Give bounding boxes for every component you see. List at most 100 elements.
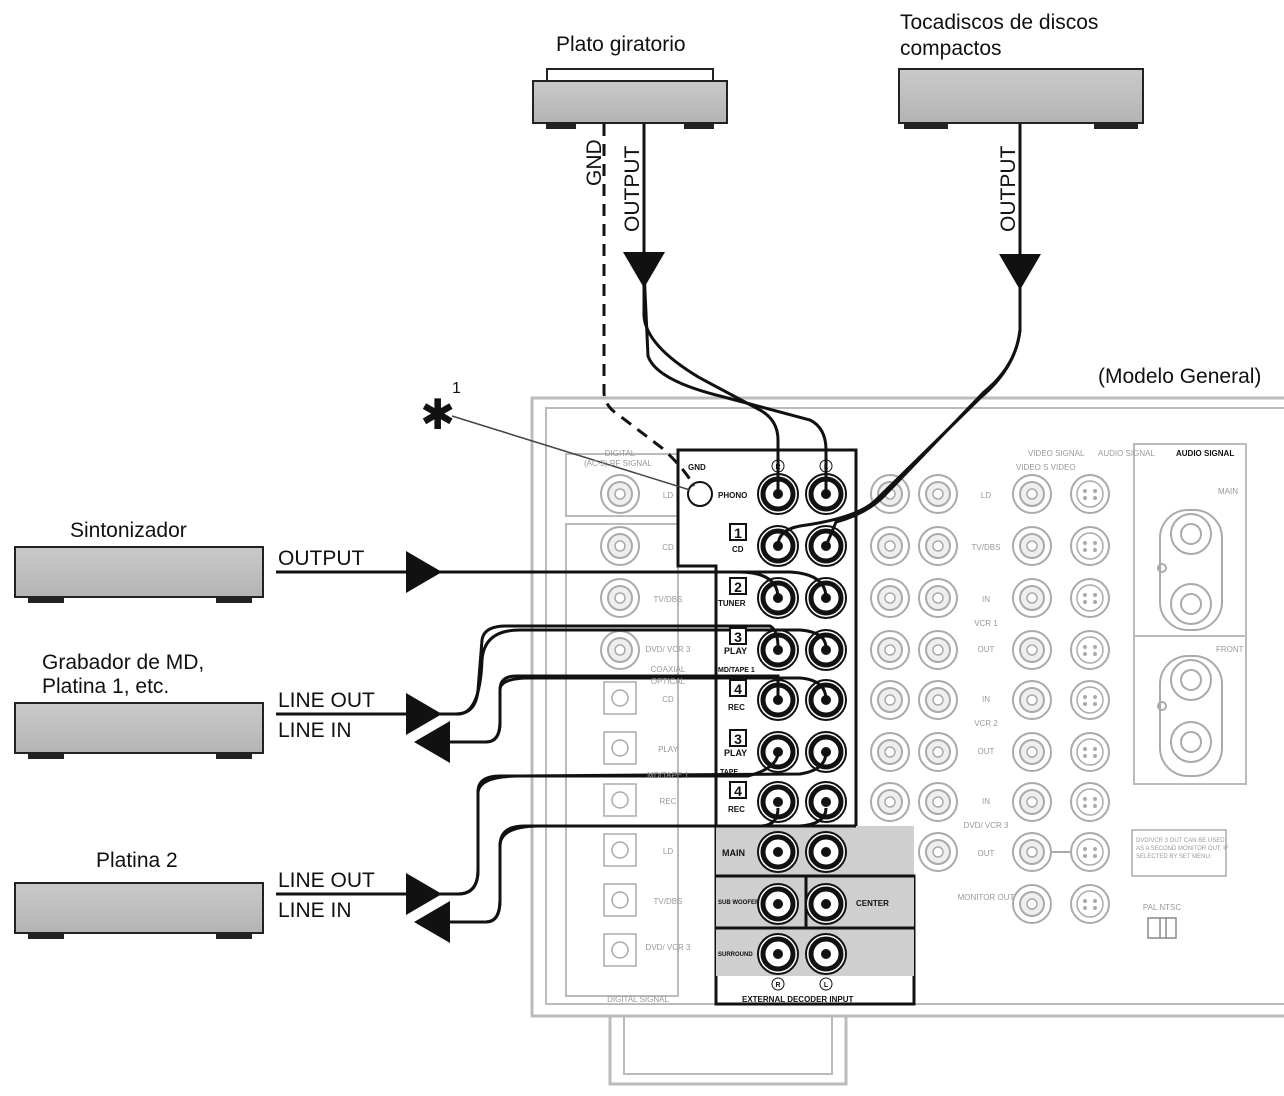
decoder-main-label: MAIN	[722, 848, 745, 858]
md-tape1-group-label: MD/TAPE 1	[718, 667, 755, 674]
svideo-jack-4	[1070, 680, 1110, 720]
digital-ld-label: LD	[663, 491, 673, 500]
grey-audio-jack-l-0	[918, 474, 958, 514]
cd-player-output-label: OUTPUT	[997, 145, 1020, 232]
video-jack-1	[1012, 526, 1052, 566]
tape-group-label: TAPE	[720, 769, 738, 776]
r-channel-bottom-marker: R	[771, 977, 785, 991]
grey-audio-jack-r-0	[870, 474, 910, 514]
asterisk-mark: ✱	[420, 390, 456, 439]
tape-rec-number-box: 4	[729, 781, 747, 799]
deck2-line-in-label: LINE IN	[278, 899, 352, 922]
audio-signal-grey-header: AUDIO SIGNAL	[1098, 449, 1155, 458]
deck2-foot-left	[28, 934, 64, 939]
digital-header-1: DIGITAL	[605, 449, 636, 458]
grey-audio-jack-r-3	[870, 630, 910, 670]
svideo-jack-5	[1070, 732, 1110, 772]
svideo-jack-1	[1070, 526, 1110, 566]
tuner-label: Sintonizador	[70, 519, 187, 542]
md-play-number: 3	[734, 629, 742, 645]
r-channel-bottom-letter: R	[775, 982, 780, 989]
svideo-jack-monitor-out	[1070, 884, 1110, 924]
decoder-center-label: CENTER	[856, 899, 889, 908]
cd-player-label-line2: compactos	[900, 37, 1002, 60]
tuner-foot-right	[216, 598, 252, 603]
digital-opt_mdtape-label: MD/TAPE 1	[647, 771, 689, 780]
gnd-label: GND	[688, 463, 706, 472]
l-channel-bottom-marker: L	[819, 977, 833, 991]
optical-label: OPTICAL	[651, 677, 686, 686]
digital-cd-label: CD	[662, 543, 674, 552]
tape-rec-number: 4	[734, 783, 742, 799]
coaxial-jack-0	[600, 474, 640, 514]
coaxial-jack-2	[600, 578, 640, 618]
audio-rca-jacks	[757, 473, 847, 975]
decoder-main-jack-l	[805, 831, 847, 873]
tuner-output-label: OUTPUT	[278, 547, 365, 570]
decoder-surround-jack-l	[805, 933, 847, 975]
turntable-gnd-label: GND	[583, 139, 606, 186]
cd-number-box: 1	[729, 523, 747, 541]
deck2-label: Platina 2	[96, 849, 178, 872]
digital-input-jacks	[600, 474, 640, 967]
svideo-jack-6	[1070, 782, 1110, 822]
video-jack-6	[1012, 782, 1052, 822]
decoder-subwoofer-label: SUB WOOFER	[718, 900, 760, 906]
tuner-number: 2	[734, 579, 742, 595]
video-vcr1_in-label: IN	[982, 595, 990, 604]
tape-rec-label: REC	[728, 805, 745, 814]
grey-audio-jack-l-2	[918, 578, 958, 618]
turntable-output-label: OUTPUT	[621, 145, 644, 232]
l-channel-top-letter: L	[824, 464, 829, 471]
md-recorder-foot-left	[28, 754, 64, 759]
decoder-subwoofer-jack	[757, 883, 799, 925]
optical-jack-0	[603, 681, 637, 715]
optical-jack-2	[603, 783, 637, 817]
md-play-label: PLAY	[724, 646, 747, 656]
digital-opt_tvdbs-label: TV/DBS	[654, 897, 683, 906]
grey-audio-jack-r-6	[870, 782, 910, 822]
l-channel-bottom-letter: L	[824, 982, 829, 989]
digital-header-2: (AC-3) RF SIGNAL	[584, 459, 653, 468]
video-vcr2_in-label: IN	[982, 695, 990, 704]
tape-play-number-box: 3	[729, 729, 747, 747]
digital-dvd_vcr3-label: DVD/ VCR 3	[646, 645, 691, 654]
video-dvd_out-label: OUT	[978, 849, 995, 858]
video-dvd_in-label: IN	[982, 797, 990, 806]
video-ld-label: LD	[981, 491, 991, 500]
md-line-in-label: LINE IN	[278, 719, 352, 742]
deck2-foot-right	[216, 934, 252, 939]
asterisk-leader-line	[451, 415, 691, 491]
phono-label: PHONO	[718, 491, 747, 500]
cd-number: 1	[734, 525, 742, 541]
tuner-number-box: 2	[729, 577, 747, 595]
cd-player-foot-left	[904, 124, 948, 129]
cd-player-foot-right	[1094, 124, 1138, 129]
grey-audio-jack-l-3	[918, 630, 958, 670]
grey-audio-jack-l-5	[918, 732, 958, 772]
turntable-foot-left	[546, 124, 576, 129]
video-jack-dvd-out	[1012, 832, 1052, 872]
digital-opt_cd-label: CD	[662, 695, 674, 704]
decoder-title-label: EXTERNAL DECODER INPUT	[742, 995, 854, 1004]
turntable-foot-right	[684, 124, 714, 129]
decoder-surround-label: SURROUND	[718, 952, 753, 958]
coaxial-jack-3	[600, 630, 640, 670]
video-signal-header: VIDEO SIGNAL	[1028, 449, 1085, 458]
model-label: (Modelo General)	[1098, 365, 1262, 388]
md-rec-label: REC	[728, 703, 745, 712]
digital-opt_ld-label: LD	[663, 847, 673, 856]
optical-jack-1	[603, 731, 637, 765]
cd-player-device	[898, 68, 1144, 124]
grey-audio-jack-r-1	[870, 526, 910, 566]
tuner-foot-left	[28, 598, 64, 603]
svideo-jack-2	[1070, 578, 1110, 618]
pal-ntsc-label: PAL NTSC	[1143, 903, 1181, 912]
digital-signal-footer: DIGITAL SIGNAL	[607, 995, 669, 1004]
video-vcr2-label: VCR 2	[974, 719, 998, 728]
speaker-main-label: MAIN	[1218, 487, 1238, 496]
gnd-terminal	[687, 481, 713, 507]
video-monitor_out-label: MONITOR OUT	[958, 893, 1015, 902]
video-jack-4	[1012, 680, 1052, 720]
